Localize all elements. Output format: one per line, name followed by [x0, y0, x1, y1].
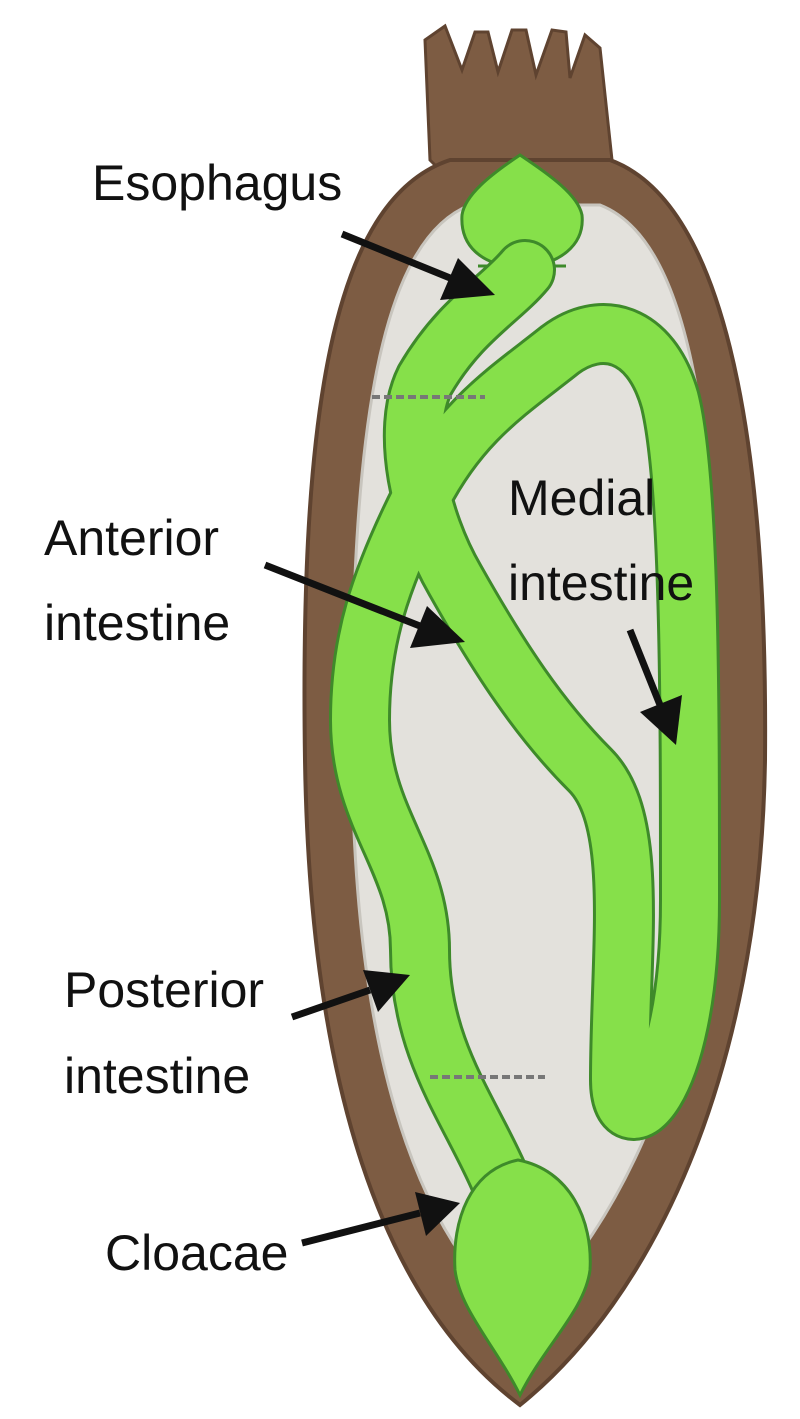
arrow-medial-intestine [626, 628, 682, 745]
digestive-tract [329, 153, 721, 1399]
arrow-posterior-intestine [290, 970, 410, 1021]
arrow-anterior-intestine [263, 561, 465, 648]
label-medial-intestine-line2: intestine [508, 555, 694, 611]
arrows [263, 230, 682, 1247]
label-esophagus: Esophagus [92, 155, 342, 211]
label-posterior-intestine-line1: Posterior [64, 962, 264, 1018]
label-cloacae: Cloacae [105, 1225, 288, 1281]
arrow-cloacae [301, 1192, 460, 1247]
gut-tube [332, 242, 718, 1208]
label-medial-intestine-line1: Medial [508, 470, 655, 526]
labels: Esophagus Anterior intestine Medial inte… [44, 155, 694, 1281]
label-anterior-intestine-line1: Anterior [44, 510, 219, 566]
label-anterior-intestine-line2: intestine [44, 595, 230, 651]
cloaca-region [453, 1158, 592, 1399]
label-posterior-intestine-line2: intestine [64, 1048, 250, 1104]
arrow-esophagus [340, 230, 495, 300]
